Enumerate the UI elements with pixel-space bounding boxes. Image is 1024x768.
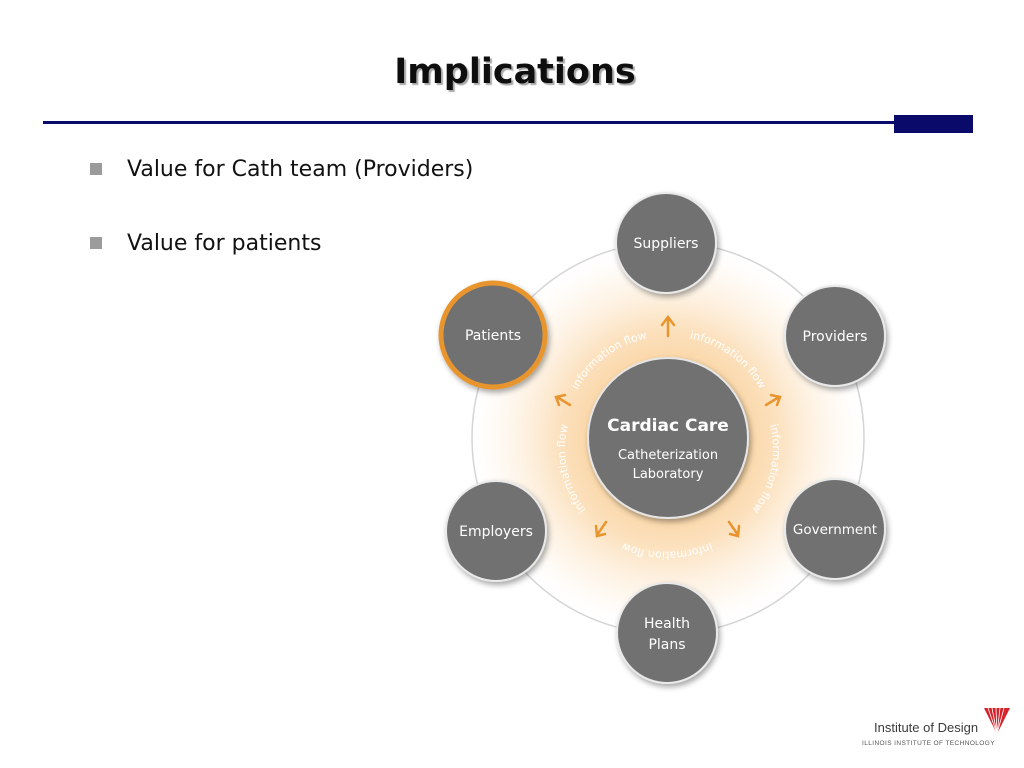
bullet-item: Value for Cath team (Providers) (90, 152, 473, 186)
node-patients (438, 280, 548, 390)
node-government (784, 478, 886, 580)
triangle-logo-icon (984, 707, 1010, 735)
institute-of-design-logo: Institute of Design ILLINOIS INSTITUTE O… (862, 704, 1012, 752)
arrow-downleft-icon (594, 520, 608, 538)
center-title: Cardiac Care (607, 416, 729, 436)
bullet-text: Value for patients (127, 230, 322, 256)
square-bullet-icon (90, 163, 102, 175)
arrow-downright-icon (727, 520, 741, 538)
node-label: Health (644, 616, 690, 632)
node-employers (445, 480, 547, 582)
node-health-plans (616, 582, 718, 684)
logo-subtitle: ILLINOIS INSTITUTE OF TECHNOLOGY (862, 740, 995, 747)
node-label: Suppliers (634, 236, 699, 252)
bullet-item: Value for patients (90, 226, 473, 260)
square-bullet-icon (90, 237, 102, 249)
logo-name: Institute of Design (874, 720, 979, 735)
title-rule (43, 121, 895, 124)
center-node (587, 357, 749, 519)
arrow-upright-icon (764, 393, 782, 407)
node-suppliers (615, 192, 717, 294)
slide-title: Implications (394, 52, 636, 92)
node-providers (784, 285, 886, 387)
node-label: Patients (465, 328, 521, 344)
center-line-1: Catheterization (618, 448, 718, 463)
bullet-text: Value for Cath team (Providers) (127, 156, 474, 182)
flow-arrows (554, 314, 782, 538)
node-label: Providers (803, 329, 868, 345)
arrow-up-icon (660, 314, 676, 338)
center-line-2: Laboratory (633, 467, 704, 482)
node-label: Government (793, 522, 877, 538)
stakeholder-diagram: Cardiac Care Catheterization Laboratory … (438, 192, 886, 684)
arrow-upleft-icon (554, 393, 572, 407)
title-accent-block (894, 115, 973, 133)
node-label: Plans (648, 637, 685, 653)
bullet-list: Value for Cath team (Providers) Value fo… (90, 152, 473, 300)
node-label: Employers (459, 524, 533, 540)
